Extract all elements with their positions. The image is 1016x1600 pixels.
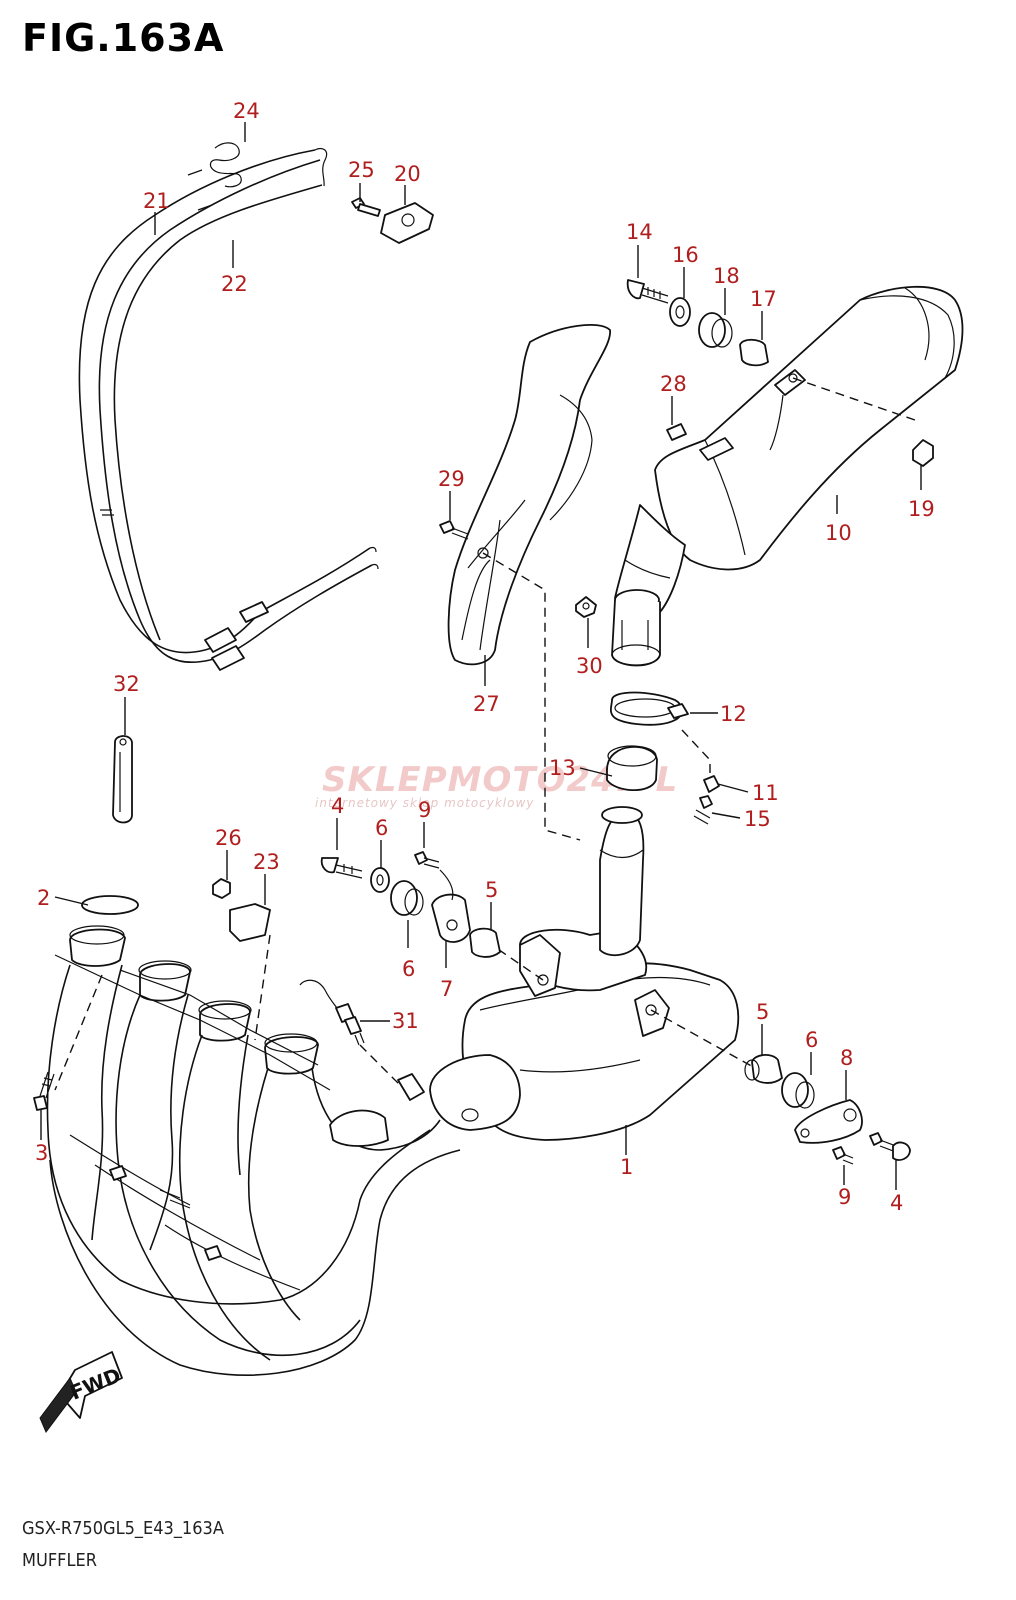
header-stud	[33, 1071, 55, 1111]
callout-23[interactable]: 23	[253, 850, 280, 874]
cable-clip	[209, 142, 242, 188]
callout-4-lower[interactable]: 4	[890, 1191, 903, 1215]
bolt-29	[439, 520, 469, 540]
callout-1[interactable]: 1	[620, 1155, 633, 1179]
callout-5-lower[interactable]: 5	[756, 1000, 769, 1024]
callout-32[interactable]: 32	[113, 672, 140, 696]
figure-title: FIG.163A	[22, 16, 225, 60]
callout-27[interactable]: 27	[473, 692, 500, 716]
clamp-assembly	[606, 691, 720, 825]
callout-14[interactable]: 14	[626, 220, 653, 244]
model-code: GSX-R750GL5_E43_163A	[22, 1518, 224, 1539]
silencer-mount-hardware	[575, 279, 934, 618]
forward-direction-marker: FWD	[39, 1351, 124, 1433]
callout-30[interactable]: 30	[576, 654, 603, 678]
section-name: MUFFLER	[22, 1550, 97, 1571]
callout-8[interactable]: 8	[840, 1046, 853, 1070]
callout-6-middle[interactable]: 6	[402, 957, 415, 981]
main-muffler	[429, 806, 756, 1141]
callout-3[interactable]: 3	[35, 1141, 48, 1165]
callout-9-upper[interactable]: 9	[418, 798, 431, 822]
callout-18[interactable]: 18	[713, 264, 740, 288]
upper-mount-hardware	[320, 851, 501, 958]
silencer	[611, 285, 964, 667]
callout-19[interactable]: 19	[908, 497, 935, 521]
throttle-cables	[78, 147, 379, 671]
rubber-strap	[112, 735, 133, 824]
callout-15[interactable]: 15	[744, 807, 771, 831]
leader-lines	[40, 122, 922, 1190]
watermark-tagline: internetowy sklep motocyklowy	[315, 796, 534, 810]
exhaust-headers	[46, 895, 461, 1376]
callout-31[interactable]: 31	[392, 1009, 419, 1033]
cable-bracket-assembly	[351, 197, 434, 244]
callout-25[interactable]: 25	[348, 158, 375, 182]
callout-6-upper[interactable]: 6	[375, 816, 388, 840]
callout-5-upper[interactable]: 5	[485, 878, 498, 902]
callout-10[interactable]: 10	[825, 521, 852, 545]
callout-2[interactable]: 2	[37, 886, 50, 910]
callout-6-lower[interactable]: 6	[805, 1028, 818, 1052]
callout-17[interactable]: 17	[750, 287, 777, 311]
callout-numbers: 24 25 20 21 22 14 16 18 17 28 29 19 10 3…	[35, 99, 935, 1215]
callout-13[interactable]: 13	[549, 756, 576, 780]
callout-22[interactable]: 22	[221, 272, 248, 296]
callout-29[interactable]: 29	[438, 467, 465, 491]
heat-shield	[447, 324, 611, 841]
callout-21[interactable]: 21	[143, 189, 170, 213]
callout-9-lower[interactable]: 9	[838, 1185, 851, 1209]
callout-28[interactable]: 28	[660, 372, 687, 396]
callout-24[interactable]: 24	[233, 99, 260, 123]
callout-11[interactable]: 11	[752, 781, 779, 805]
callout-4-upper[interactable]: 4	[331, 794, 344, 818]
header-bracket	[212, 878, 271, 1041]
callout-26[interactable]: 26	[215, 826, 242, 850]
callout-12[interactable]: 12	[720, 702, 747, 726]
lower-mount-hardware	[744, 1054, 911, 1165]
callout-7[interactable]: 7	[440, 977, 453, 1001]
callout-16[interactable]: 16	[672, 243, 699, 267]
oxygen-sensor	[299, 979, 425, 1101]
callout-20[interactable]: 20	[394, 162, 421, 186]
